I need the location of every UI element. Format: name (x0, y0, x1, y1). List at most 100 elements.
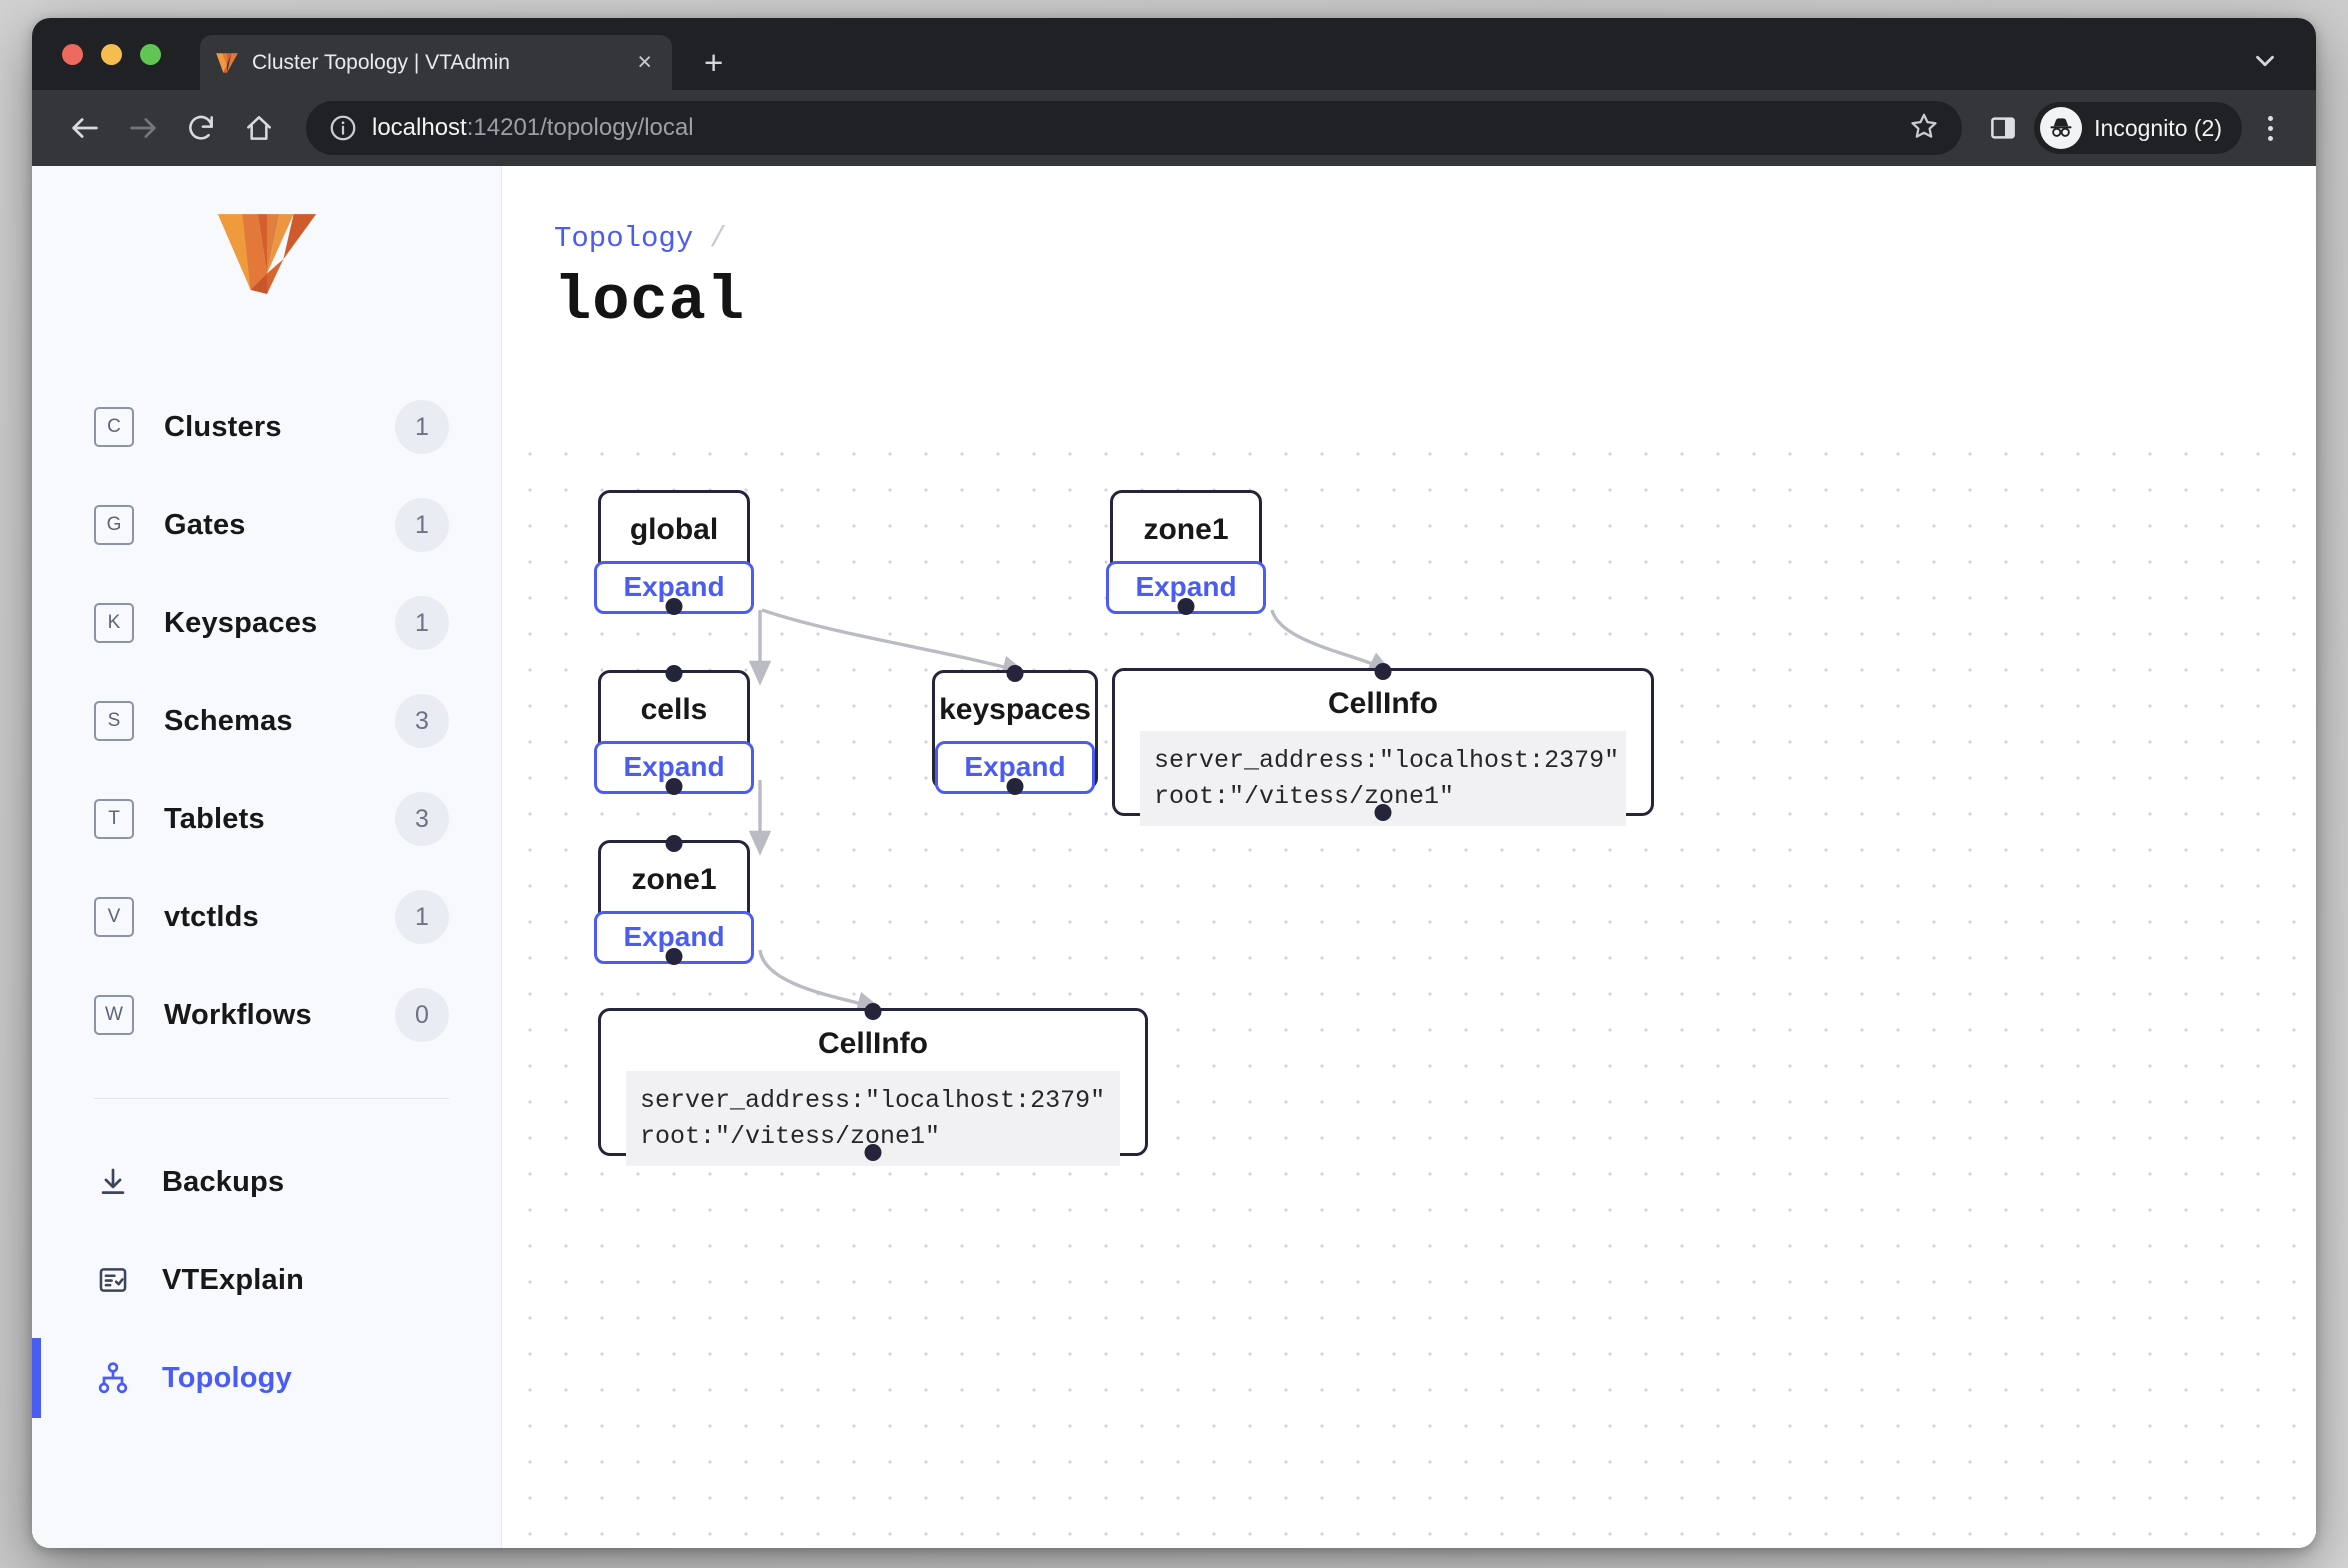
status-badge: 0 (395, 988, 449, 1042)
topology-icon (94, 1359, 132, 1397)
sidebar-item-keyspaces[interactable]: K Keyspaces 1 (32, 574, 501, 672)
minimize-window-button[interactable] (101, 44, 122, 65)
node-title: keyspaces (939, 693, 1091, 726)
sidebar-item-vtexplain[interactable]: VTExplain (32, 1231, 501, 1329)
url-host: localhost (372, 114, 467, 141)
node-handle-top[interactable] (864, 1003, 882, 1020)
profile-button[interactable]: Incognito (2) (2034, 102, 2242, 154)
address-bar[interactable]: localhost:14201/topology/local (306, 101, 1963, 155)
url-path: :14201/topology/local (466, 114, 694, 141)
browser-tab[interactable]: Cluster Topology | VTAdmin × (200, 35, 672, 90)
home-icon[interactable] (232, 101, 286, 155)
main-content: Topology / local (502, 166, 2316, 1548)
workflows-key-icon: W (94, 995, 134, 1035)
back-arrow-icon[interactable] (58, 101, 112, 155)
node-handle-bottom[interactable] (665, 948, 683, 965)
vtctlds-key-icon: V (94, 897, 134, 937)
chevron-down-icon[interactable] (2250, 46, 2280, 81)
breadcrumb-topology-link[interactable]: Topology (554, 222, 694, 255)
sidebar-divider (94, 1098, 449, 1099)
sidebar-item-backups[interactable]: Backups (32, 1133, 501, 1231)
sidebar-item-label: Tablets (164, 802, 265, 835)
edge-global-keyspaces (761, 608, 1028, 678)
incognito-avatar-icon (2040, 107, 2083, 149)
page-title: local (554, 266, 746, 337)
topology-node-global[interactable]: global Expand (594, 490, 754, 615)
node-title: CellInfo (1328, 687, 1438, 720)
sidebar-item-workflows[interactable]: W Workflows 0 (32, 966, 501, 1064)
reload-icon[interactable] (174, 101, 228, 155)
tab-strip: Cluster Topology | VTAdmin × + (32, 18, 2316, 90)
node-title: CellInfo (818, 1027, 928, 1060)
node-handle-top[interactable] (1374, 663, 1392, 680)
expand-button[interactable]: Expand (594, 561, 754, 614)
gates-key-icon: G (94, 505, 134, 545)
breadcrumb: Topology / (554, 222, 727, 255)
edge-zone1top-cellinfo (1270, 609, 1394, 674)
app-page: C Clusters 1 G Gates 1 K Keyspaces 1 S S… (32, 166, 2316, 1548)
node-title: zone1 (1143, 513, 1229, 546)
sidebar-item-label: Clusters (164, 410, 282, 443)
node-handle-top[interactable] (665, 665, 683, 682)
tablets-key-icon: T (94, 799, 134, 839)
star-icon[interactable] (1908, 110, 1940, 147)
status-badge: 1 (395, 400, 449, 454)
sidebar-item-label: VTExplain (162, 1263, 304, 1296)
close-tab-button[interactable]: × (637, 48, 652, 76)
window-controls[interactable] (62, 44, 161, 65)
clusters-key-icon: C (94, 407, 134, 447)
sidebar-item-label: vtctlds (164, 900, 259, 933)
topology-node-cells[interactable]: cells Expand (594, 665, 754, 795)
browser-window: Cluster Topology | VTAdmin × + localhost… (32, 18, 2316, 1548)
edge-zone1-cellinfo (758, 949, 883, 1014)
close-window-button[interactable] (62, 44, 83, 65)
topology-node-cellinfo-bottom[interactable]: CellInfo server_address:"localhost:2379"… (598, 1003, 1148, 1166)
node-handle-bottom[interactable] (665, 598, 683, 615)
expand-button[interactable]: Expand (1106, 561, 1266, 614)
expand-button[interactable]: Expand (594, 741, 754, 794)
new-tab-button[interactable]: + (704, 44, 724, 81)
sidebar-item-tablets[interactable]: T Tablets 3 (32, 770, 501, 868)
node-handle-bottom[interactable] (1006, 778, 1024, 795)
vitess-v-icon (216, 52, 238, 73)
kebab-menu-icon[interactable] (2250, 115, 2290, 141)
node-handle-bottom[interactable] (1374, 804, 1392, 821)
active-indicator (32, 1338, 41, 1418)
sidebar-item-gates[interactable]: G Gates 1 (32, 476, 501, 574)
sidebar-item-schemas[interactable]: S Schemas 3 (32, 672, 501, 770)
sidebar-item-label: Keyspaces (164, 606, 318, 639)
browser-toolbar: localhost:14201/topology/local Incognito… (32, 90, 2316, 166)
node-handle-bottom[interactable] (864, 1144, 882, 1161)
profile-label: Incognito (2) (2094, 114, 2222, 141)
sidebar-item-topology[interactable]: Topology (32, 1329, 501, 1427)
node-handle-top[interactable] (665, 835, 683, 852)
maximize-window-button[interactable] (140, 44, 161, 65)
side-panel-icon[interactable] (1980, 105, 2026, 151)
sidebar-item-label: Topology (162, 1361, 292, 1394)
topology-node-zone1-left[interactable]: zone1 Expand (594, 835, 754, 965)
sidebar: C Clusters 1 G Gates 1 K Keyspaces 1 S S… (32, 166, 502, 1548)
status-badge: 1 (395, 890, 449, 944)
status-badge: 3 (395, 694, 449, 748)
topology-node-keyspaces[interactable]: keyspaces Expand (932, 665, 1098, 795)
sidebar-item-clusters[interactable]: C Clusters 1 (32, 378, 501, 476)
vitess-logo[interactable] (32, 166, 501, 296)
node-title: zone1 (631, 863, 717, 896)
topology-node-cellinfo-right[interactable]: CellInfo server_address:"localhost:2379"… (1112, 663, 1654, 826)
keyspaces-key-icon: K (94, 603, 134, 643)
info-icon (330, 115, 356, 141)
node-handle-bottom[interactable] (1177, 598, 1195, 615)
node-handle-top[interactable] (1006, 665, 1024, 682)
forward-arrow-icon[interactable] (116, 101, 170, 155)
schemas-key-icon: S (94, 701, 134, 741)
topology-canvas[interactable]: global Expand zone1 Expand cells Expand (502, 428, 2316, 1548)
status-badge: 3 (395, 792, 449, 846)
topology-node-zone1-top[interactable]: zone1 Expand (1106, 490, 1266, 615)
node-title: global (629, 513, 719, 546)
sidebar-item-label: Backups (162, 1165, 285, 1198)
node-handle-bottom[interactable] (665, 778, 683, 795)
status-badge: 1 (395, 596, 449, 650)
sidebar-item-label: Schemas (164, 704, 293, 737)
sidebar-item-vtctlds[interactable]: V vtctlds 1 (32, 868, 501, 966)
topology-edges (748, 608, 1394, 1014)
